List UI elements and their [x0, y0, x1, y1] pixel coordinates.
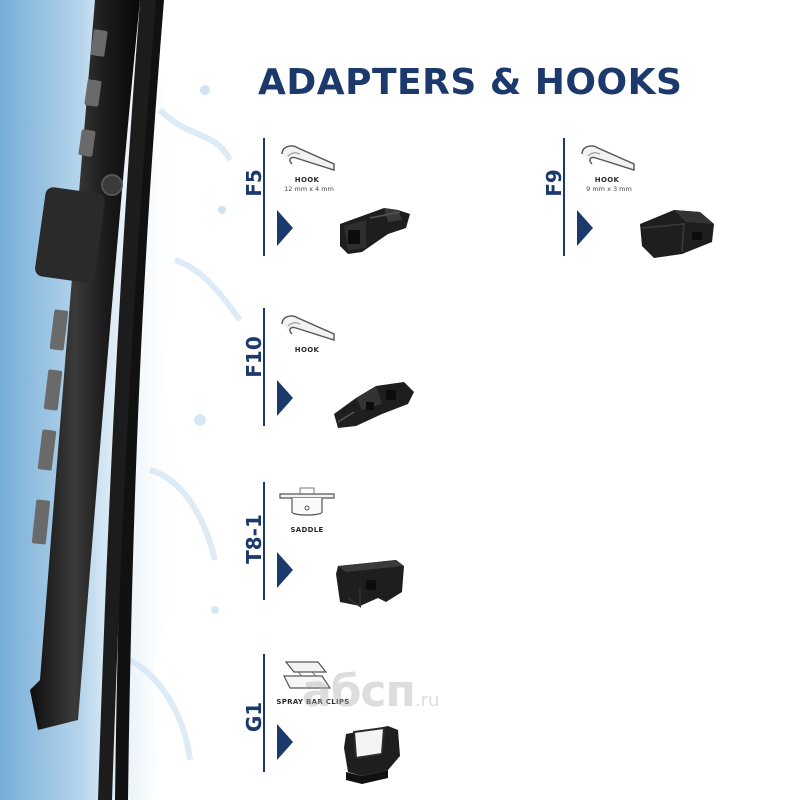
t8-1-adapter-icon [336, 560, 404, 608]
divider [263, 138, 265, 256]
page-title: ADAPTERS & HOOKS [258, 62, 683, 103]
arrow-right-icon [277, 380, 293, 416]
wiper-blade-hero-image [0, 0, 243, 800]
adapter-type-label: HOOK [294, 176, 320, 184]
adapter-type-label: HOOK [594, 176, 620, 184]
hook-sketch-icon [281, 315, 335, 341]
watermark-tld: .ru [414, 690, 440, 711]
arrow-right-icon [277, 210, 293, 246]
g1-adapter-icon [344, 726, 400, 784]
site-watermark: абсп.ru [302, 666, 439, 717]
saddle-sketch-icon [279, 487, 335, 516]
adapter-type-label: HOOK [294, 346, 320, 354]
divider [263, 654, 265, 772]
arrow-right-icon [577, 210, 593, 246]
watermark-name: абсп [302, 666, 416, 717]
divider [563, 138, 565, 256]
adapter-card-g1: G1 SPRAY BAR CLIPS [242, 654, 458, 784]
adapter-dimensions: 12 mm x 4 mm [284, 185, 334, 193]
arrow-right-icon [277, 552, 293, 588]
adapter-card-t8-1: T8-1 SADDLE [242, 482, 458, 612]
f5-adapter-icon [340, 208, 410, 254]
hook-sketch-icon [281, 145, 335, 171]
hook-sketch-icon [581, 145, 635, 171]
f10-adapter-icon [334, 382, 414, 428]
arrow-right-icon [277, 724, 293, 760]
adapter-dimensions: 9 mm x 3 mm [586, 185, 632, 193]
divider [263, 308, 265, 426]
adapter-type-label: SPRAY BAR CLIPS [276, 698, 350, 706]
adapter-card-f5: F5 HOOK 12 mm x 4 mm [242, 138, 458, 268]
f9-adapter-icon [640, 210, 714, 258]
adapter-card-f9: F9 HOOK 9 mm x 3 mm [542, 138, 758, 268]
adapter-type-label: SADDLE [290, 526, 324, 534]
adapter-card-f10: F10 HOOK [242, 308, 458, 438]
divider [263, 482, 265, 600]
